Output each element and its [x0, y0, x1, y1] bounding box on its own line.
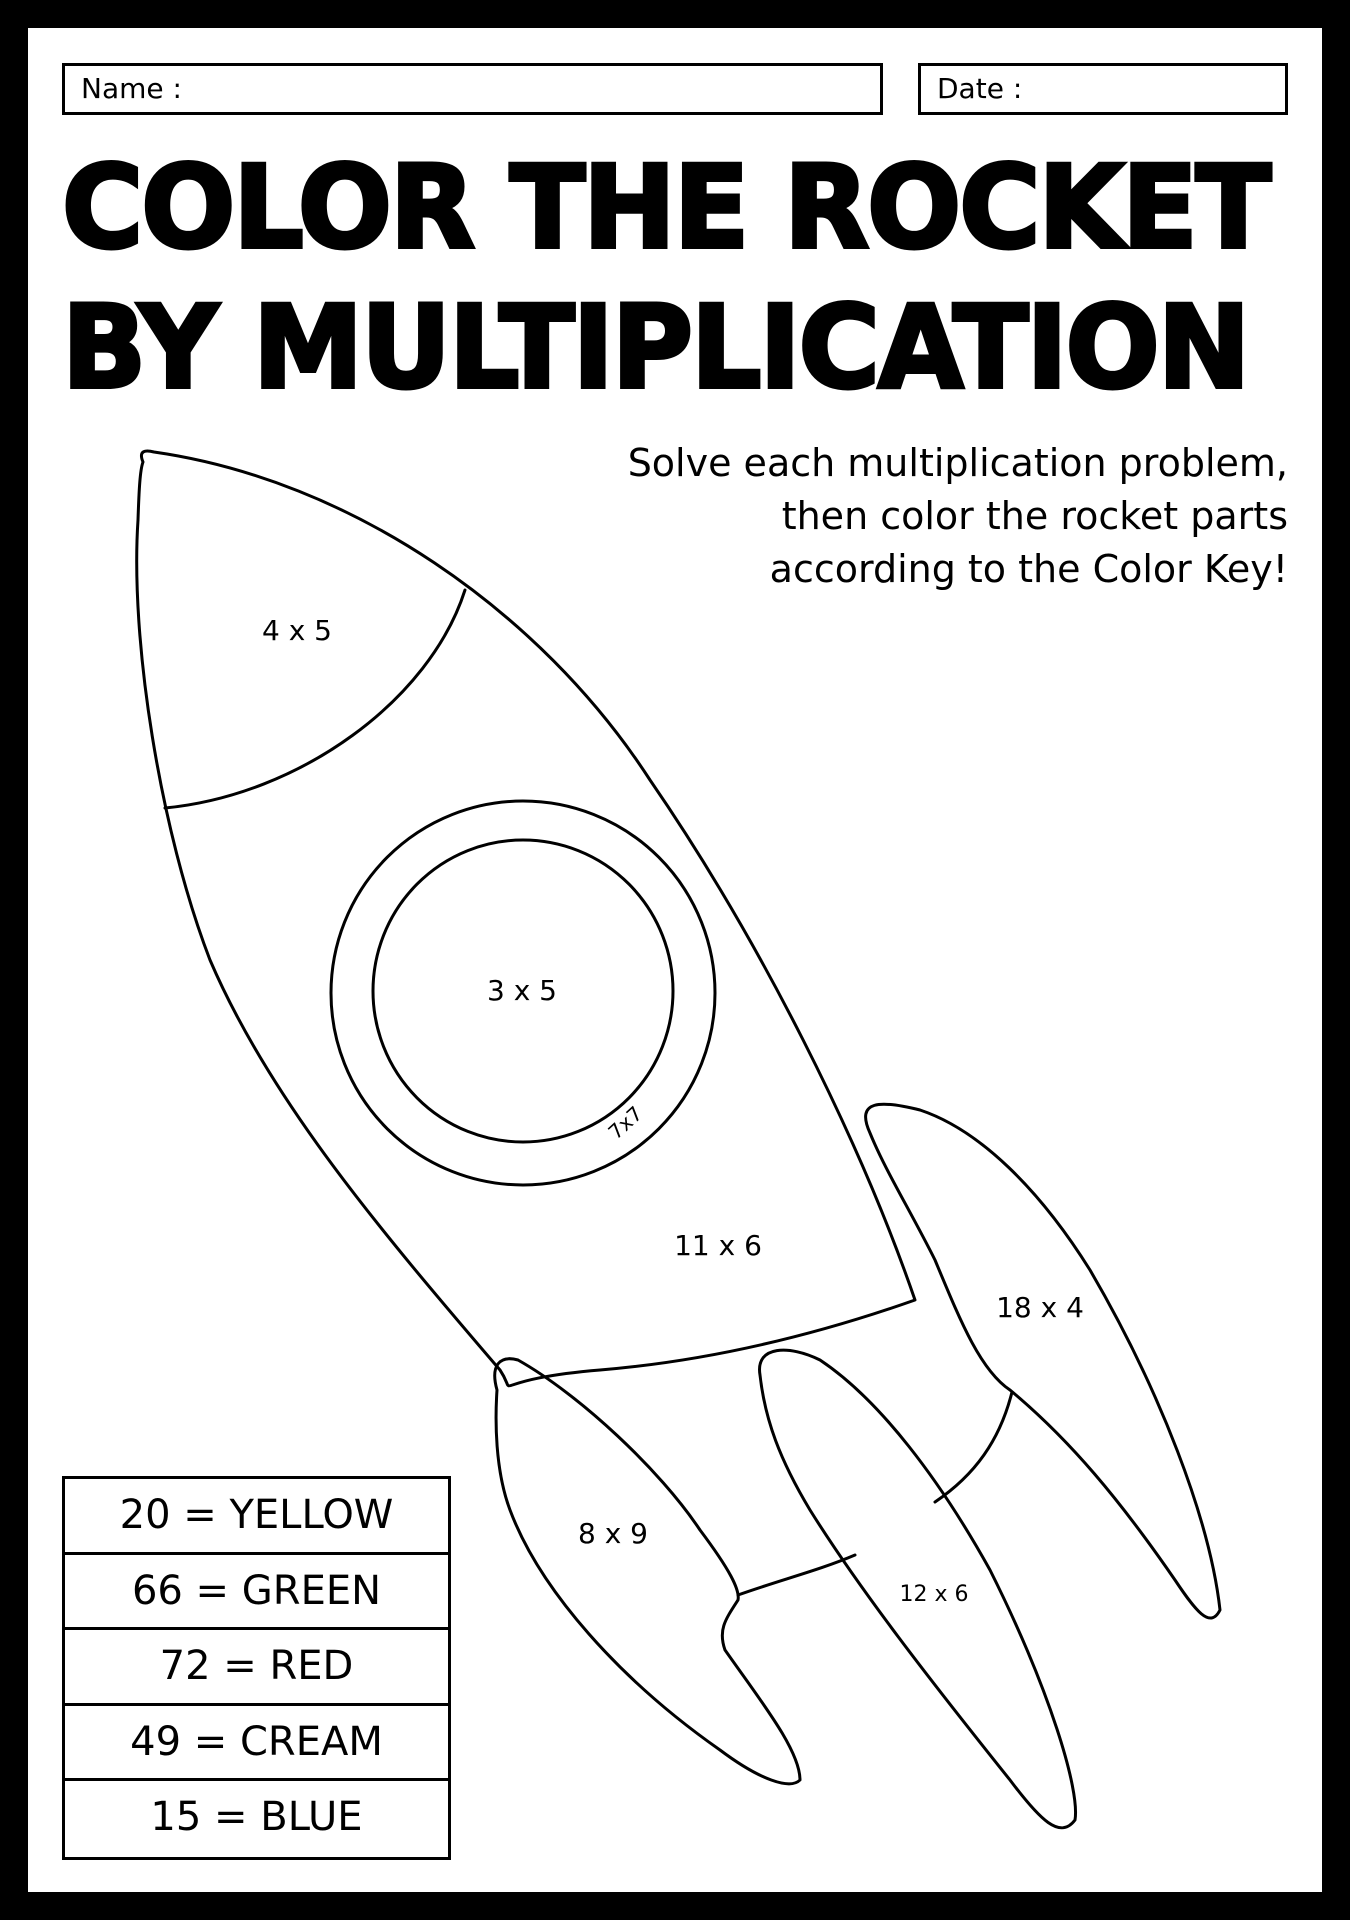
instructions-line-1: Solve each multiplication problem,	[627, 441, 1288, 485]
color-key-row: 66 = GREEN	[65, 1555, 448, 1631]
color-key: 20 = YELLOW 66 = GREEN 72 = RED 49 = CRE…	[62, 1476, 451, 1860]
color-key-row: 49 = CREAM	[65, 1706, 448, 1782]
instructions-line-3: according to the Color Key!	[769, 547, 1288, 591]
nose-divider[interactable]	[163, 588, 467, 810]
title-line-2: BY MULTIPLICATION	[60, 279, 1252, 416]
date-label: Date :	[937, 72, 1023, 105]
window-inner[interactable]	[371, 838, 675, 1144]
window-problem: 3 x 5	[487, 974, 557, 1007]
window-ring-problem: 7x7	[603, 1101, 647, 1144]
color-key-row: 20 = YELLOW	[65, 1479, 448, 1555]
nose-problem: 4 x 5	[262, 614, 332, 647]
window-outer-ring[interactable]	[329, 799, 717, 1187]
rocket-body-outline	[135, 449, 917, 1388]
middle-fin-problem: 12 x 6	[900, 1582, 969, 1607]
body-problem: 11 x 6	[674, 1229, 762, 1262]
body-seam-right	[933, 1390, 1014, 1504]
color-key-row: 15 = BLUE	[150, 1794, 363, 1841]
body-seam-left	[736, 1553, 857, 1597]
title-line-1: COLOR THE ROCKET	[60, 139, 1273, 276]
instructions: Solve each multiplication problem, then …	[548, 437, 1288, 596]
date-field[interactable]: Date :	[918, 63, 1288, 115]
color-key-row: 72 = RED	[65, 1630, 448, 1706]
middle-fin[interactable]	[758, 1348, 1078, 1830]
left-fin-problem: 8 x 9	[578, 1517, 648, 1550]
right-fin[interactable]	[864, 1102, 1222, 1620]
worksheet-title: COLOR THE ROCKET BY MULTIPLICATION	[60, 138, 1273, 418]
left-fin[interactable]	[493, 1357, 802, 1786]
name-label: Name :	[81, 72, 182, 105]
name-field[interactable]: Name :	[62, 63, 883, 115]
instructions-line-2: then color the rocket parts	[781, 494, 1288, 538]
right-fin-problem: 18 x 4	[996, 1291, 1084, 1324]
